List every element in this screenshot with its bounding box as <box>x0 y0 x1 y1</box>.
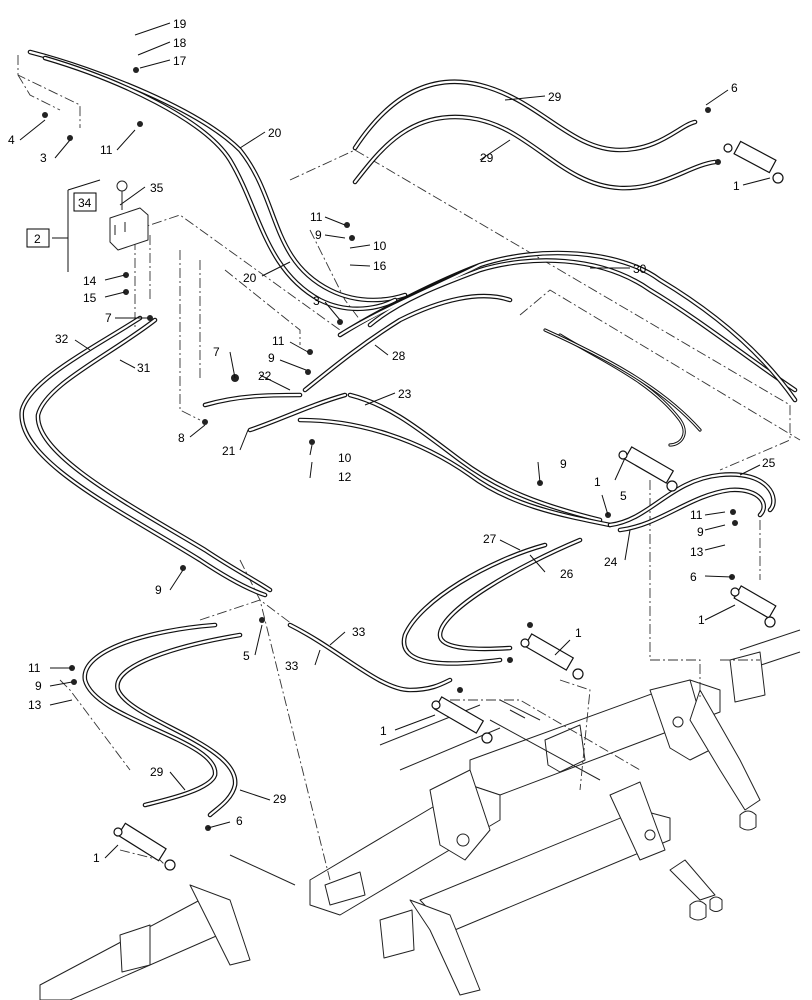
callout-1: 1 <box>594 475 601 489</box>
callout-28: 28 <box>392 349 406 363</box>
callout-20: 20 <box>243 271 257 285</box>
hose-30 <box>337 250 798 403</box>
callout-6: 6 <box>731 81 738 95</box>
callout-23: 23 <box>398 387 412 401</box>
hydraulic-cylinder-lower <box>431 696 493 744</box>
callout-27: 27 <box>483 532 497 546</box>
callout-2: 2 <box>34 232 41 246</box>
callout-9: 9 <box>697 525 704 539</box>
callout-34: 34 <box>78 196 92 210</box>
callout-22: 22 <box>258 369 272 383</box>
callout-10: 10 <box>338 451 352 465</box>
callout-21: 21 <box>222 444 236 458</box>
hose-20 <box>27 49 408 312</box>
callout-18: 18 <box>173 36 187 50</box>
callout-13: 13 <box>690 545 704 559</box>
callout-12: 12 <box>338 470 352 484</box>
callout-13: 13 <box>28 698 42 712</box>
callout-14: 14 <box>83 274 97 288</box>
callout-9: 9 <box>315 228 322 242</box>
callout-11: 11 <box>272 334 285 348</box>
callout-24: 24 <box>604 555 618 569</box>
callout-15: 15 <box>83 291 97 305</box>
callout-11: 11 <box>28 661 41 675</box>
callout-25: 25 <box>762 456 776 470</box>
callout-5: 5 <box>243 649 250 663</box>
toolbar-frame <box>39 629 801 1000</box>
callout-33: 33 <box>352 625 366 639</box>
callout-30: 30 <box>633 262 647 276</box>
hose-33 <box>287 622 453 693</box>
callout-10: 10 <box>373 239 387 253</box>
callout-11: 11 <box>100 143 113 157</box>
callout-9: 9 <box>268 351 275 365</box>
callout-3: 3 <box>313 294 320 308</box>
hydraulic-cylinder-right <box>730 585 777 628</box>
hose-29-upper <box>352 79 718 191</box>
callout-35: 35 <box>150 181 164 195</box>
callout-7: 7 <box>105 311 112 325</box>
callout-numbers: 19 18 17 4 3 11 20 29 6 29 1 34 35 2 11 … <box>8 17 776 865</box>
phantom-reference-lines <box>17 55 801 881</box>
callout-8: 8 <box>178 431 185 445</box>
hydraulic-cylinder-center <box>520 633 584 680</box>
callout-7: 7 <box>213 345 220 359</box>
hose-small-right <box>543 328 702 447</box>
callout-29: 29 <box>273 792 287 806</box>
valve-block-35 <box>109 180 149 251</box>
callout-box-2 <box>26 228 50 248</box>
callout-6: 6 <box>690 570 697 584</box>
callout-box-34 <box>73 192 97 212</box>
callout-6: 6 <box>236 814 243 828</box>
hose-25 <box>607 472 776 533</box>
callout-1: 1 <box>698 613 705 627</box>
callout-1: 1 <box>93 851 100 865</box>
callout-3: 3 <box>40 151 47 165</box>
callout-17: 17 <box>173 54 187 68</box>
hydraulic-cylinder-left <box>113 822 176 871</box>
callout-19: 19 <box>173 17 187 31</box>
callout-1: 1 <box>380 724 387 738</box>
fittings <box>42 67 738 831</box>
callout-16: 16 <box>373 259 387 273</box>
callout-5: 5 <box>620 489 627 503</box>
callout-29: 29 <box>480 151 494 165</box>
callout-26: 26 <box>560 567 574 581</box>
hose-29-lower <box>82 622 243 818</box>
hose-27-26 <box>401 537 583 666</box>
callout-33: 33 <box>285 659 299 673</box>
callout-1: 1 <box>575 626 582 640</box>
callout-32: 32 <box>55 332 69 346</box>
callout-11: 11 <box>690 508 703 522</box>
callout-31: 31 <box>137 361 151 375</box>
callout-9: 9 <box>155 583 162 597</box>
callout-4: 4 <box>8 133 15 147</box>
callout-11: 11 <box>310 210 323 224</box>
hydraulic-cylinder-mid <box>618 446 678 492</box>
hose-28 <box>302 293 513 393</box>
callout-9: 9 <box>35 679 42 693</box>
hose-23 <box>297 392 613 528</box>
callout-1: 1 <box>733 179 740 193</box>
hose-32-31 <box>19 315 273 598</box>
callout-29: 29 <box>548 90 562 104</box>
callout-29: 29 <box>150 765 164 779</box>
callout-20: 20 <box>268 126 282 140</box>
callout-9: 9 <box>560 457 567 471</box>
hydraulic-cylinder-top-right <box>723 140 784 184</box>
hose-22-21 <box>202 392 348 433</box>
leader-lines <box>19 22 771 859</box>
